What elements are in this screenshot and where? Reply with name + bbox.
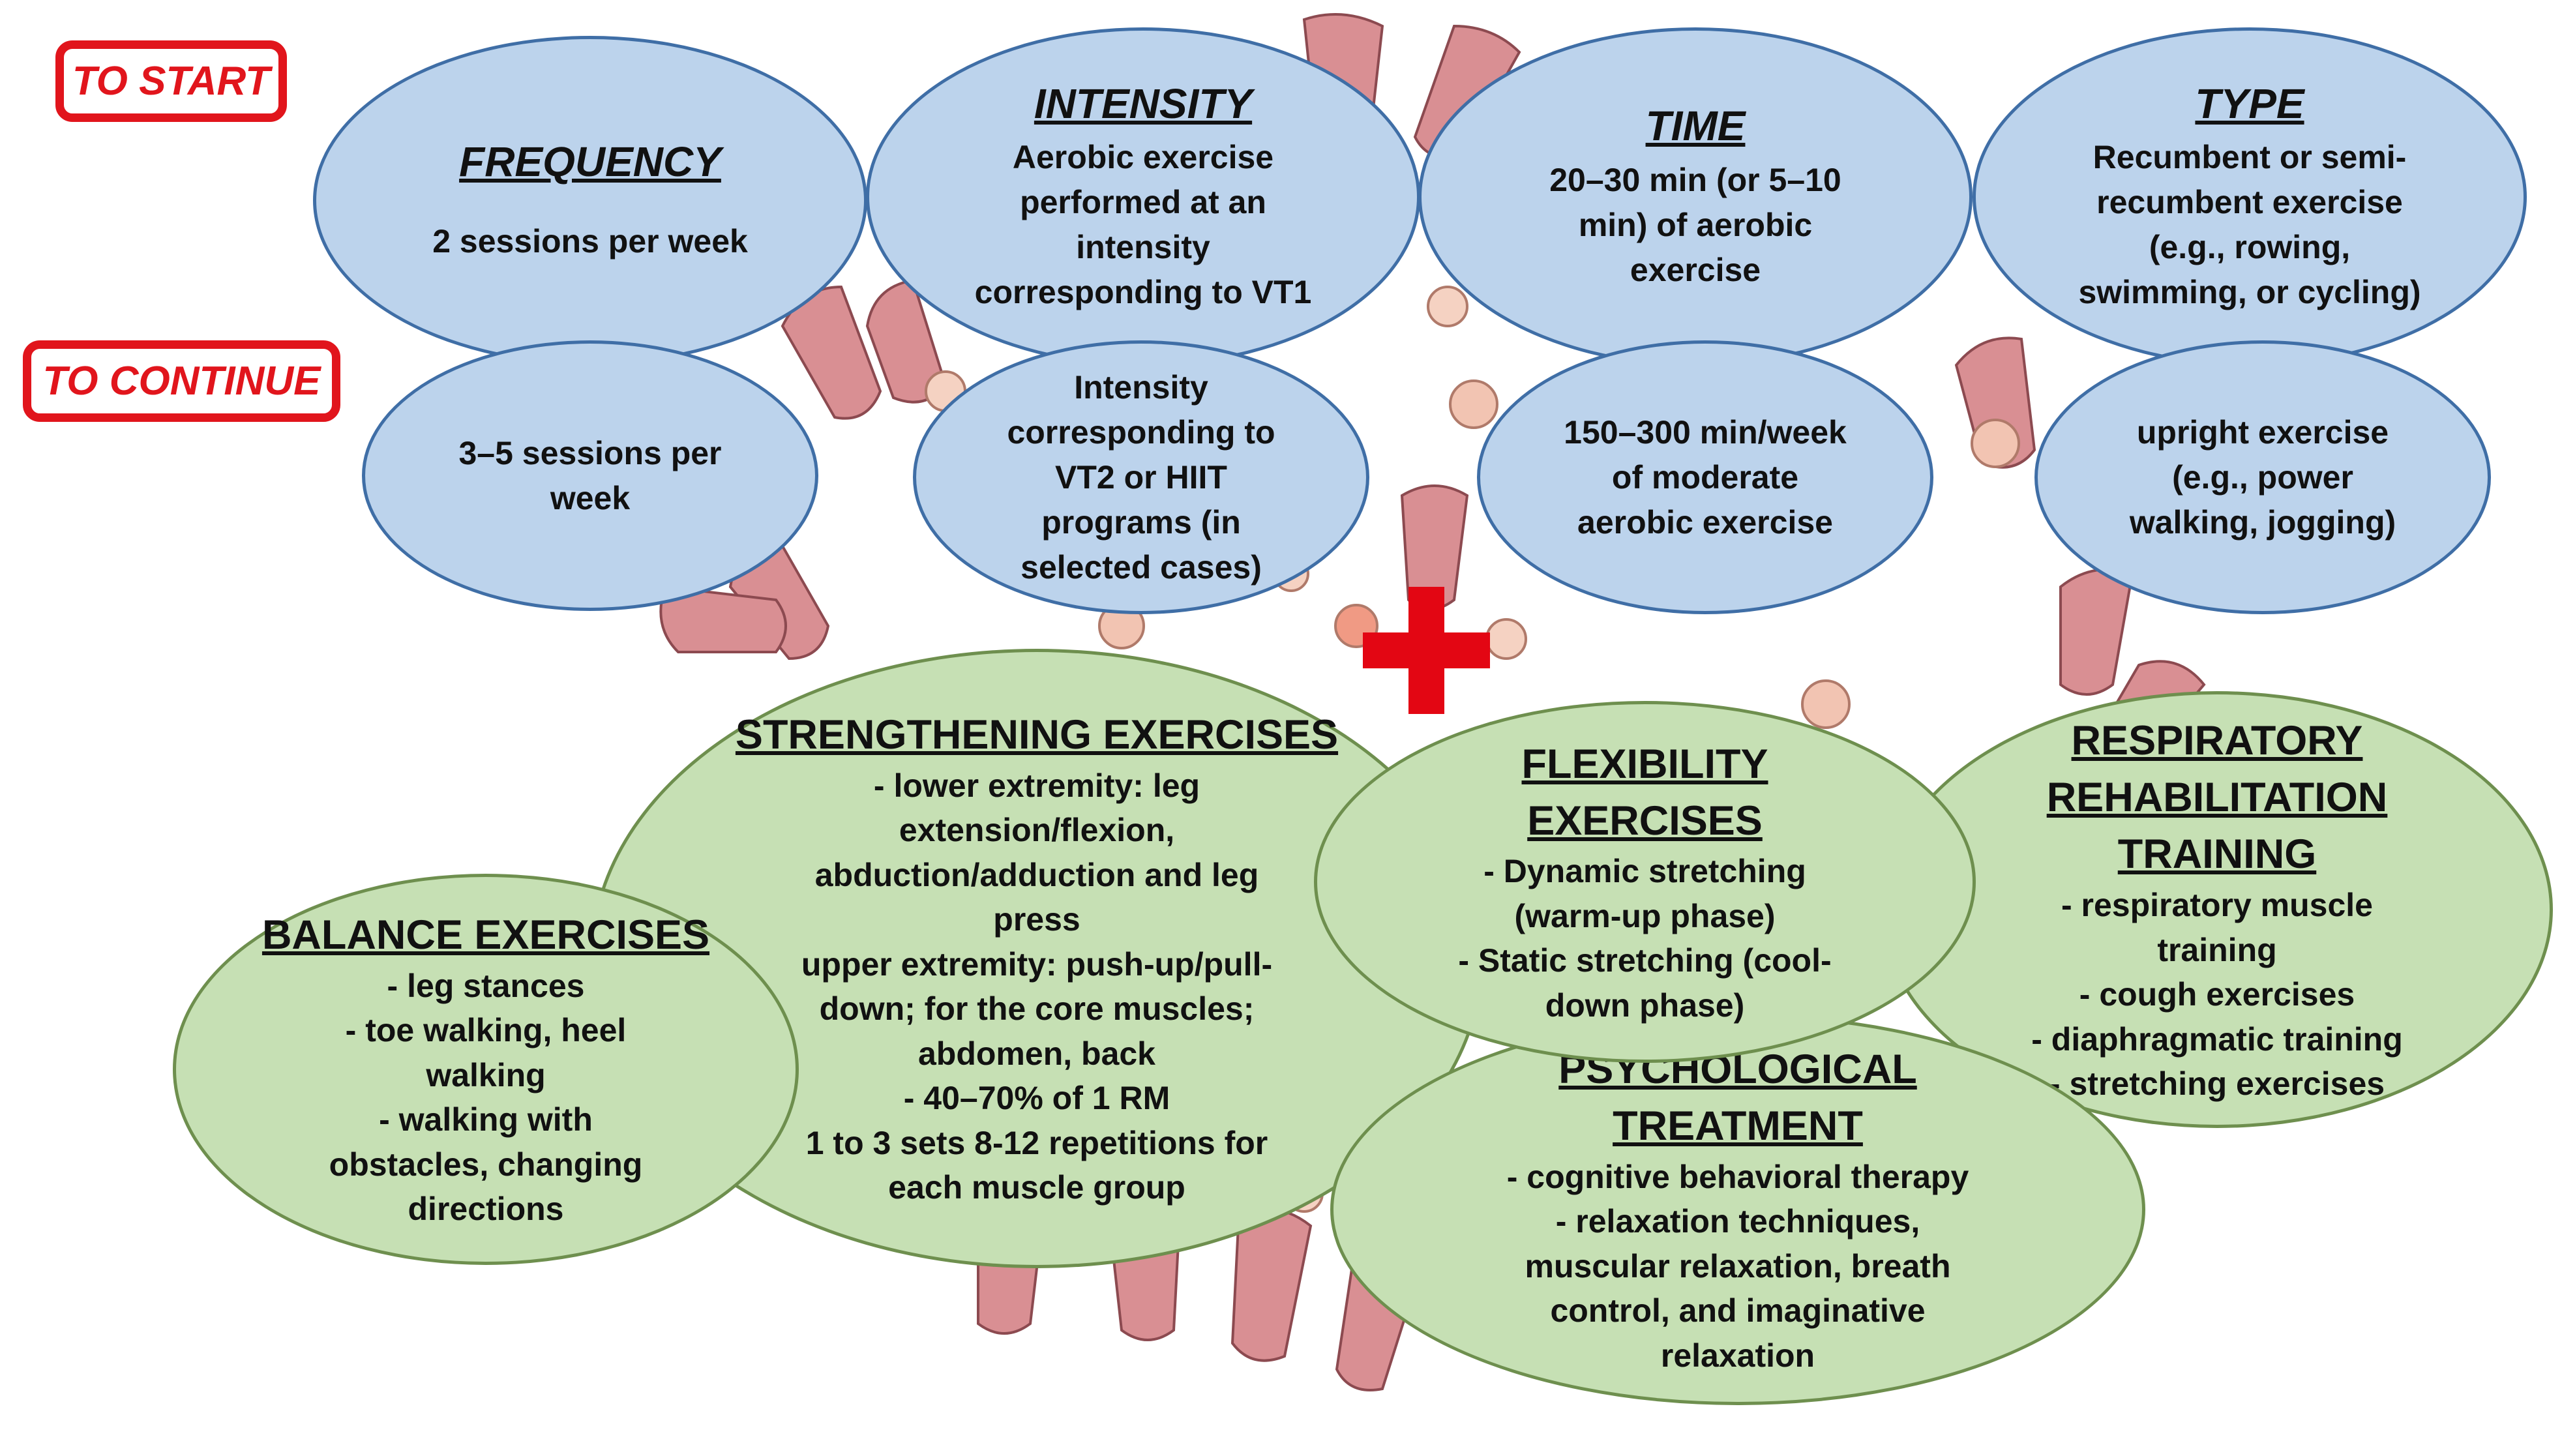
type-continue-text: upright exercise (e.g., power walking, j… [2129,413,2396,541]
strengthening-title: STRENGTHENING EXERCISES [735,712,1339,758]
flexibility-title-line: EXERCISES [1527,797,1763,844]
psychological-line: control, and imaginative [1550,1292,1926,1330]
type-start-text: Recumbent or semi-recumbent exercise (e.… [2078,139,2421,311]
strengthening-line: extension/flexion, [899,812,1175,849]
strengthening-line: - 40–70% of 1 RM [903,1080,1170,1117]
strengthening-line: - lower extremity: leg [873,767,1200,804]
intensity-continue-ellipse: Intensity corresponding to VT2 or HIIT p… [913,340,1369,614]
psychological-line: relaxation [1660,1337,1815,1374]
frequency-continue-ellipse: 3–5 sessions per week [362,340,818,611]
intensity-continue-text: Intensity corresponding to VT2 or HIIT p… [1007,368,1275,586]
psychological-line: - relaxation techniques, [1555,1203,1920,1240]
balance-line: directions [408,1191,564,1228]
time-start-ellipse: TIME 20–30 min (or 5–10 min) of aerobic … [1418,27,1973,366]
psychological-line: - cognitive behavioral therapy [1506,1158,1969,1195]
respiratory-line: - cough exercises [2079,976,2355,1013]
respiratory-line: - diaphragmatic training [2031,1020,2403,1058]
respiratory-title-line: TRAINING [2117,831,2317,878]
psychological-title-line: TREATMENT [1613,1103,1863,1149]
strengthening-line: press [993,901,1080,938]
balance-ellipse: BALANCE EXERCISES - leg stances - toe wa… [173,874,799,1265]
strengthening-line: down; for the core muscles; [819,990,1255,1028]
balance-line: - walking with [379,1101,593,1138]
time-start-text: 20–30 min (or 5–10 min) of aerobic exerc… [1549,161,1841,288]
to-continue-tag: TO CONTINUE [23,340,340,422]
intensity-start-ellipse: INTENSITY Aerobic exercise performed at … [866,27,1420,366]
intensity-start-text: Aerobic exercise performed at an intensi… [974,139,1312,311]
flexibility-line: - Dynamic stretching [1483,853,1806,890]
to-start-tag: TO START [55,40,287,122]
time-continue-text: 150–300 min/week of moderate aerobic exe… [1564,413,1847,541]
strengthening-line: each muscle group [888,1169,1185,1206]
balance-line: - toe walking, heel [345,1012,627,1049]
flexibility-line: (warm-up phase) [1514,897,1776,934]
time-continue-ellipse: 150–300 min/week of moderate aerobic exe… [1477,340,1933,614]
respiratory-title-line: RESPIRATORY [2071,718,2363,764]
time-title: TIME [1645,102,1746,150]
strengthening-line: upper extremity: push-up/pull- [801,945,1273,983]
respiratory-ellipse: RESPIRATORY REHABILITATION TRAINING - re… [1881,691,2553,1128]
respiratory-line: - respiratory muscle [2061,887,2373,924]
flexibility-line: down phase) [1545,987,1745,1024]
respiratory-title-line: REHABILITATION [2046,775,2388,821]
type-start-ellipse: TYPE Recumbent or semi-recumbent exercis… [1973,27,2527,366]
frequency-start-ellipse: FREQUENCY 2 sessions per week [313,36,867,365]
respiratory-line: training [2157,931,2277,968]
psychological-title: PSYCHOLOGICAL TREATMENT [1558,1041,1917,1155]
type-title: TYPE [2195,80,2304,127]
strengthening-line: 1 to 3 sets 8-12 repetitions for [805,1124,1268,1161]
balance-line: obstacles, changing [329,1146,643,1183]
flexibility-title-line: FLEXIBILITY [1521,741,1768,787]
plus-cross-icon [1363,587,1490,714]
flexibility-title: FLEXIBILITY EXERCISES [1522,736,1768,850]
frequency-title: FREQUENCY [459,138,721,185]
respiratory-title: RESPIRATORY REHABILITATION TRAINING [2047,713,2388,883]
type-continue-ellipse: upright exercise (e.g., power walking, j… [2034,340,2491,614]
intensity-title: INTENSITY [1034,80,1253,127]
psychological-line: muscular relaxation, breath [1525,1247,1951,1285]
respiratory-line: - stretching exercises [2049,1065,2385,1103]
psychological-ellipse: PSYCHOLOGICAL TREATMENT - cognitive beha… [1330,1014,2145,1405]
frequency-start-text: 2 sessions per week [432,223,748,260]
strengthening-line: abduction/adduction and leg [814,856,1259,893]
balance-title: BALANCE EXERCISES [261,912,710,958]
frequency-continue-text: 3–5 sessions per week [458,434,722,516]
balance-line: - leg stances [387,967,585,1004]
flexibility-line: - Static stretching (cool- [1458,942,1832,979]
balance-line: walking [426,1056,546,1093]
flexibility-ellipse: FLEXIBILITY EXERCISES - Dynamic stretchi… [1314,701,1976,1063]
strengthening-line: abdomen, back [918,1035,1155,1072]
